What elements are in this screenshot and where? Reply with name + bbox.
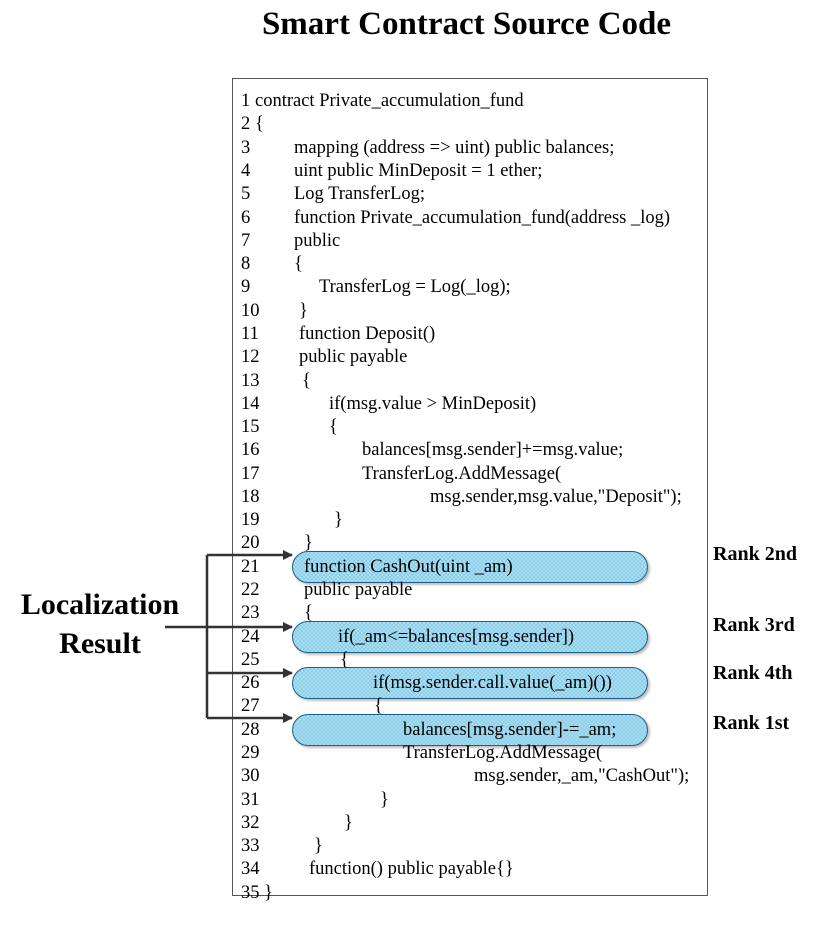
line-number: 17 [241,464,260,484]
line-number: 22 [241,580,260,600]
code-line-text: mapping (address => uint) public balance… [294,138,615,158]
localization-label-line2: Result [59,627,141,660]
code-line-text: public payable [304,580,413,600]
line-number: 28 [241,720,260,740]
line-number: 19 [241,510,260,530]
code-line-text: } [304,533,313,553]
line-number: 32 [241,813,260,833]
code-line-text: } [314,836,323,856]
line-number: 8 [241,254,251,274]
line-number: 21 [241,557,260,577]
highlight-line-21 [292,551,648,583]
code-line-text: } [264,883,273,903]
code-line-text: balances[msg.sender]+=msg.value; [362,440,624,460]
code-line-text: balances[msg.sender]-=_am; [403,720,617,740]
code-line-text: if(msg.value > MinDeposit) [329,394,537,414]
code-line-text: } [334,510,343,530]
code-line-text: function CashOut(uint _am) [304,557,513,577]
code-line-text: } [299,301,308,321]
code-line-text: function() public payable{} [309,859,514,879]
line-number: 9 [241,277,251,297]
code-line-text: { [340,650,349,670]
code-line-text: { [294,254,303,274]
localization-label-line1: Localization [20,588,180,621]
code-line-text: if(_am<=balances[msg.sender]) [338,627,575,647]
line-number: 2 [241,114,251,134]
line-number: 5 [241,184,251,204]
code-line-text: } [380,790,389,810]
line-number: 7 [241,231,251,251]
code-line-text: function Deposit() [299,324,436,344]
line-number: 11 [241,324,259,344]
line-number: 10 [241,301,260,321]
line-number: 24 [241,627,260,647]
line-number: 18 [241,487,260,507]
code-line-text: msg.sender,_am,"CashOut"); [474,766,690,786]
diagram-title: Smart Contract Source Code [261,6,672,42]
highlight-line-28 [292,714,648,746]
line-number: 3 [241,138,251,158]
line-number: 30 [241,766,260,786]
code-line-text: TransferLog.AddMessage( [403,743,603,763]
code-line-text: { [304,603,313,623]
line-number: 20 [241,533,260,553]
line-number: 12 [241,347,260,367]
line-number: 35 [241,883,260,903]
line-number: 1 [241,91,251,111]
code-line-text: public payable [299,347,408,367]
line-number: 31 [241,790,260,810]
line-number: 33 [241,836,260,856]
line-number: 29 [241,743,260,763]
line-number: 14 [241,394,260,414]
code-line-text: TransferLog.AddMessage( [362,464,562,484]
line-number: 13 [241,371,260,391]
code-line-text: TransferLog = Log(_log); [319,277,511,297]
rank-label: Rank 4th [713,662,793,684]
rank-label: Rank 2nd [713,543,797,565]
line-number: 34 [241,859,260,879]
highlight-line-24 [292,621,648,653]
rank-label: Rank 3rd [713,614,795,636]
line-number: 16 [241,440,260,460]
line-number: 25 [241,650,260,670]
line-number: 15 [241,417,260,437]
line-number: 27 [241,696,260,716]
code-line-text: function Private_accumulation_fund(addre… [294,208,671,228]
code-line-text: Log TransferLog; [294,184,426,204]
code-line-text: } [344,813,353,833]
code-line-text: msg.sender,msg.value,"Deposit"); [430,487,682,507]
code-line-text: contract Private_accumulation_fund [255,91,524,111]
code-panel [232,78,708,896]
line-number: 26 [241,673,260,693]
code-line-text: if(msg.sender.call.value(_am)()) [373,673,612,693]
code-line-text: public [294,231,341,251]
line-number: 4 [241,161,251,181]
rank-label: Rank 1st [713,712,790,734]
code-line-text: uint public MinDeposit = 1 ether; [294,161,543,181]
code-line-text: { [374,696,383,716]
line-number: 6 [241,208,251,228]
code-line-text: { [255,114,264,134]
highlight-line-26 [292,667,648,699]
line-number: 23 [241,603,260,623]
code-line-text: { [329,417,338,437]
code-line-text: { [302,371,311,391]
